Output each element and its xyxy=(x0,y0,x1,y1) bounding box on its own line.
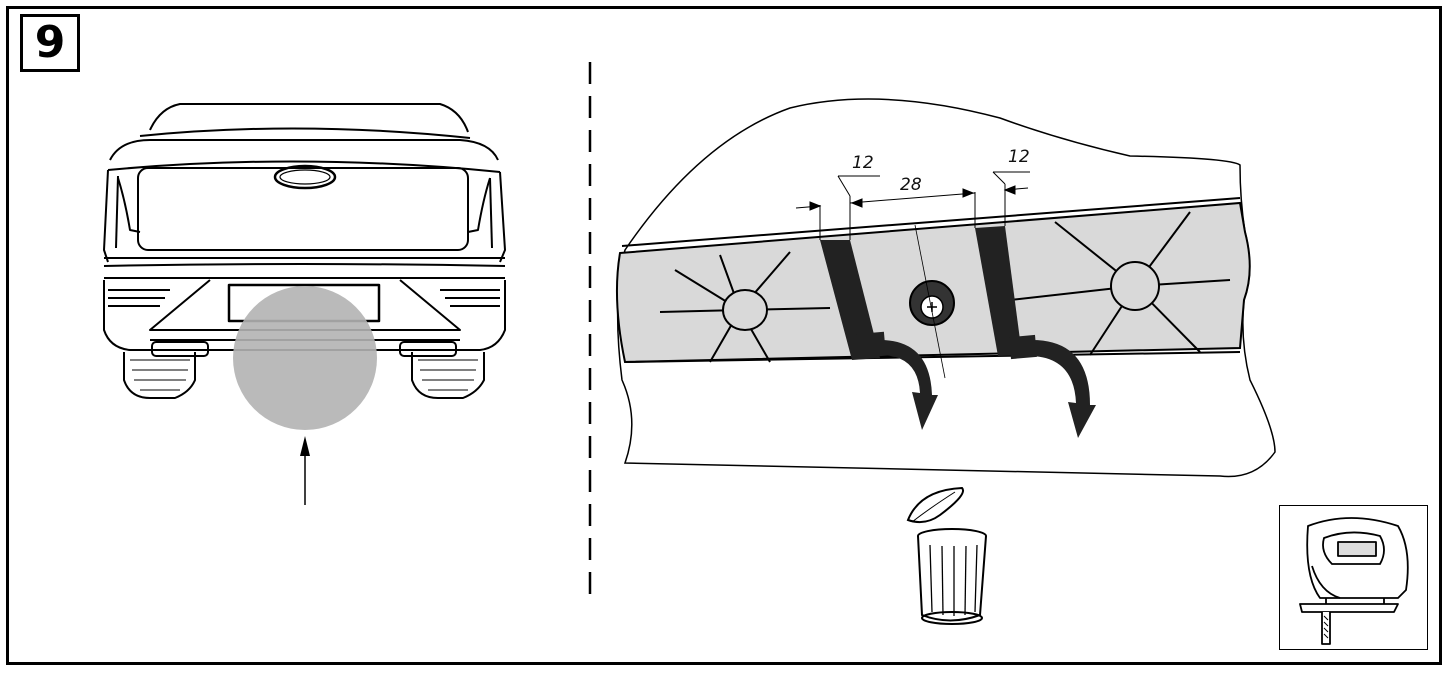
step-number-badge: 9 xyxy=(20,14,80,72)
car-rear-view xyxy=(103,103,506,399)
instruction-frame xyxy=(6,6,1442,665)
dimension-left-strip: 12 xyxy=(852,153,874,173)
step-number: 9 xyxy=(34,17,66,68)
trash-bin-icon xyxy=(906,486,987,625)
bumper-detail xyxy=(615,98,1276,478)
dimension-center-spacing: 28 xyxy=(900,175,922,195)
up-arrow-icon xyxy=(300,436,310,505)
jigsaw-icon xyxy=(1299,517,1409,645)
highlight-area xyxy=(233,286,377,430)
dimension-right-strip: 12 xyxy=(1008,147,1030,167)
tool-panel xyxy=(1279,505,1428,650)
peel-arrow-left xyxy=(856,331,938,430)
dimension-annotations xyxy=(795,171,1030,240)
peel-arrow-right xyxy=(1009,334,1096,438)
